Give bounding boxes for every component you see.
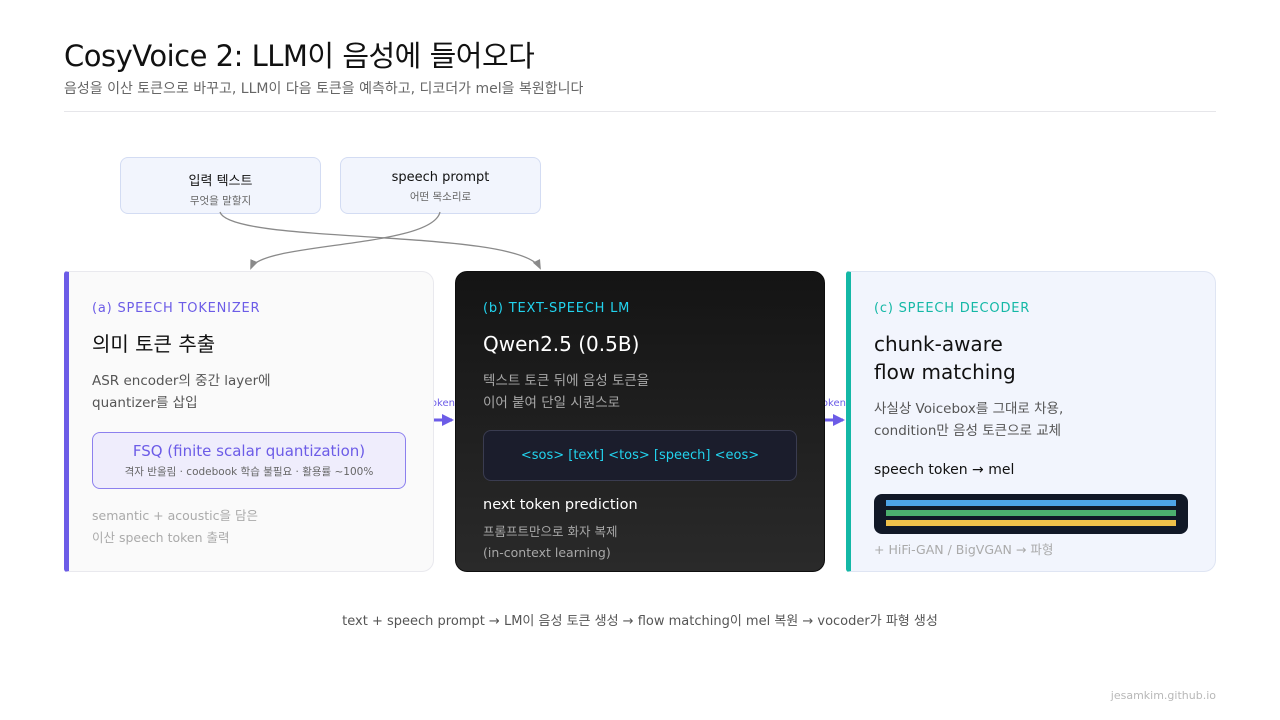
lm-description: 텍스트 토큰 뒤에 음성 토큰을 이어 붙여 단일 시퀀스로 bbox=[483, 373, 650, 411]
decoder-description: 사실상 Voicebox를 그대로 차용, condition만 음성 토큰으로… bbox=[874, 401, 1064, 439]
prompt-to-tokenizer-connector bbox=[250, 211, 441, 270]
mel-bar-green bbox=[886, 510, 1176, 516]
token-sequence-box: <sos> [text] <tos> [speech] <eos> bbox=[483, 430, 797, 481]
header-divider bbox=[64, 111, 1216, 112]
credit-link[interactable]: jesamkim.github.io bbox=[1110, 689, 1216, 702]
text-speech-lm-card: (b) TEXT-SPEECH LM Qwen2.5 (0.5B) 텍스트 토큰… bbox=[455, 271, 825, 572]
lm-heading: Qwen2.5 (0.5B) bbox=[483, 332, 640, 356]
speech-tokenizer-card: (a) SPEECH TOKENIZER 의미 토큰 추출 ASR encode… bbox=[64, 271, 434, 572]
input-text-sub: 무엇을 말할지 bbox=[189, 195, 252, 207]
decoder-label: (c) SPEECH DECODER bbox=[874, 301, 1031, 316]
fsq-box: FSQ (finite scalar quantization) 격자 반올림 … bbox=[92, 432, 406, 489]
pipeline-summary: text + speech prompt → LM이 음성 토큰 생성 → fl… bbox=[342, 614, 938, 629]
vocoder-note: + HiFi-GAN / BigVGAN → 파형 bbox=[874, 542, 1054, 557]
text-to-lm-connector bbox=[219, 211, 541, 270]
page-title: CosyVoice 2: LLM이 음성에 들어오다 bbox=[64, 39, 535, 73]
tokens-label-1: tokens bbox=[427, 398, 461, 409]
tokens-label-2: tokens bbox=[818, 398, 852, 409]
decoder-heading: chunk-aware flow matching bbox=[874, 332, 1016, 384]
lm-label: (b) TEXT-SPEECH LM bbox=[483, 301, 631, 316]
speech-decoder-card: (c) SPEECH DECODER chunk-aware flow matc… bbox=[846, 271, 1216, 572]
fsq-subtitle: 격자 반올림 · codebook 학습 불필요 · 활용률 ~100% bbox=[124, 466, 374, 478]
tokenizer-output-note: semantic + acoustic을 담은 이산 speech token … bbox=[92, 508, 258, 545]
mel-bar-yellow bbox=[886, 520, 1176, 526]
mel-spectrogram-visual bbox=[874, 494, 1188, 534]
tokenizer-label: (a) SPEECH TOKENIZER bbox=[92, 301, 261, 316]
page-subtitle: 음성을 이산 토큰으로 바꾸고, LLM이 다음 토큰을 예측하고, 디코더가 … bbox=[64, 81, 584, 97]
tokenizer-description: ASR encoder의 중간 layer에 quantizer를 삽입 bbox=[92, 373, 271, 411]
input-text-box: 입력 텍스트 무엇을 말할지 bbox=[120, 157, 321, 214]
ntp-title: next token prediction bbox=[483, 497, 638, 513]
fsq-title: FSQ (finite scalar quantization) bbox=[132, 442, 366, 460]
tokenizer-heading: 의미 토큰 추출 bbox=[92, 332, 216, 356]
speech-prompt-sub: 어떤 목소리로 bbox=[409, 191, 472, 203]
mel-bar-blue bbox=[886, 500, 1176, 506]
input-text-title: 입력 텍스트 bbox=[188, 174, 253, 189]
token-to-mel-label: speech token → mel bbox=[874, 462, 1015, 478]
ntp-description: 프롬프트만으로 화자 복제 (in-context learning) bbox=[483, 524, 618, 560]
speech-prompt-box: speech prompt 어떤 목소리로 bbox=[340, 157, 541, 214]
speech-prompt-title: speech prompt bbox=[391, 170, 490, 185]
